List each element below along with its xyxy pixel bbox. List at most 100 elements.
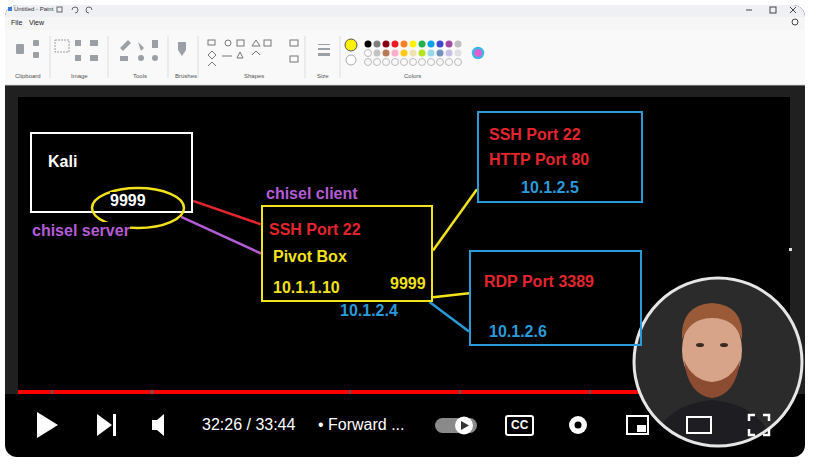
palette-swatch [419,59,426,66]
node-text: 10.1.1.10 [273,279,340,297]
ribbon-group: Size [317,73,329,80]
player-controls [789,248,792,251]
ribbon-group: Tools [133,73,147,80]
webcam-presenter [630,275,810,450]
secondary-color [346,55,356,65]
palette-swatch [401,50,408,57]
palette-swatch [419,50,426,57]
palette-swatch [437,59,444,66]
palette-swatch [455,59,462,66]
target-box: RDP Port 3389 10.1.2.6 [469,250,642,346]
ribbon-icons [290,56,298,62]
role-label: chisel client [266,185,358,203]
player-frame [5,85,805,86]
ribbon-icons [208,40,215,45]
paint-quick-icons [8,7,92,13]
palette-swatch [392,41,399,48]
player-controls [37,412,58,438]
player-controls [569,416,587,434]
ribbon-icons [318,53,330,56]
webcam-presenter [650,400,775,450]
ribbon-group: Colors [404,73,421,80]
edit-colors-icon [473,48,483,58]
window-buttons [746,7,798,25]
video-time: 32:26 / 33:44 [202,416,295,434]
palette-swatch [455,50,462,57]
connector-line [193,201,261,225]
ribbon-icons [75,55,81,61]
ribbon-icons [90,55,98,61]
color-palette [345,39,483,66]
node-text: Pivot Box [273,248,347,266]
ribbon-icons [152,55,158,61]
pivot-box: SSH Port 22 Pivot Box 10.1.1.10 9999 [261,205,433,302]
chapter-title: • Forward ... [318,416,405,434]
ribbon-group: Clipboard [15,73,41,80]
palette-swatch [365,41,372,48]
node-text: 10.1.2.5 [521,179,579,197]
palette-swatch [410,50,417,57]
webcam-presenter [684,360,740,398]
ribbon-icons [33,40,39,46]
ribbon-icons [318,44,330,45]
palette-swatch [455,41,462,48]
ribbon-icons [198,36,199,78]
palette-swatch [374,41,381,48]
ribbon-icons [305,36,306,78]
role-label: chisel server [32,222,130,240]
player-controls [575,422,582,429]
palette-swatch [374,50,381,57]
window-buttons [770,7,776,13]
node-text: HTTP Port 80 [489,151,589,169]
palette-swatch [428,41,435,48]
node-text: RDP Port 3389 [484,273,594,291]
window-title: Untitled - Paint [14,6,53,13]
ribbon-icons [237,40,244,46]
menu-item: File [11,19,22,27]
palette-swatch [392,59,399,66]
active-color [345,39,357,51]
node-text: 9999 [390,275,426,293]
node-text: SSH Port 22 [269,221,361,239]
ribbon-icons [168,36,169,78]
palette-swatch [410,41,417,48]
player-controls [637,425,646,432]
palette-swatch [437,50,444,57]
player-controls [749,415,769,435]
player-frame [5,5,805,17]
ribbon-icons [120,40,131,51]
window-buttons [790,7,796,13]
webcam-presenter [682,303,742,340]
progress-bar [461,390,589,394]
ribbon-icons [208,51,216,59]
player-frame [5,17,805,30]
progress-bar [351,390,459,394]
connector-line [433,293,469,297]
paint-quick-icons [8,7,12,11]
node-text: 10.1.2.6 [489,323,547,341]
palette-swatch [365,50,372,57]
player-frame [5,30,805,85]
window-buttons [792,19,798,25]
webcam-presenter [630,275,810,450]
menu-item: View [29,19,44,27]
ribbon-icons [252,51,260,55]
ribbon-icons [225,40,231,46]
ribbon-icons [55,40,69,52]
palette-swatch [365,59,372,66]
progress-bar [53,390,151,394]
connector-line [433,189,477,250]
palette-swatch [401,41,408,48]
player-controls [97,414,112,436]
node-text: 9999 [110,192,146,210]
target-box: SSH Port 22 HTTP Port 80 10.1.2.5 [477,111,643,203]
ribbon-icons [90,40,98,46]
node-text: SSH Port 22 [489,126,581,144]
ribbon-icons [237,52,243,58]
palette-swatch [428,50,435,57]
ribbon-icons [178,42,186,56]
ribbon-icons [16,44,24,54]
connector-line [181,217,261,254]
caption-button: CC [505,415,534,436]
